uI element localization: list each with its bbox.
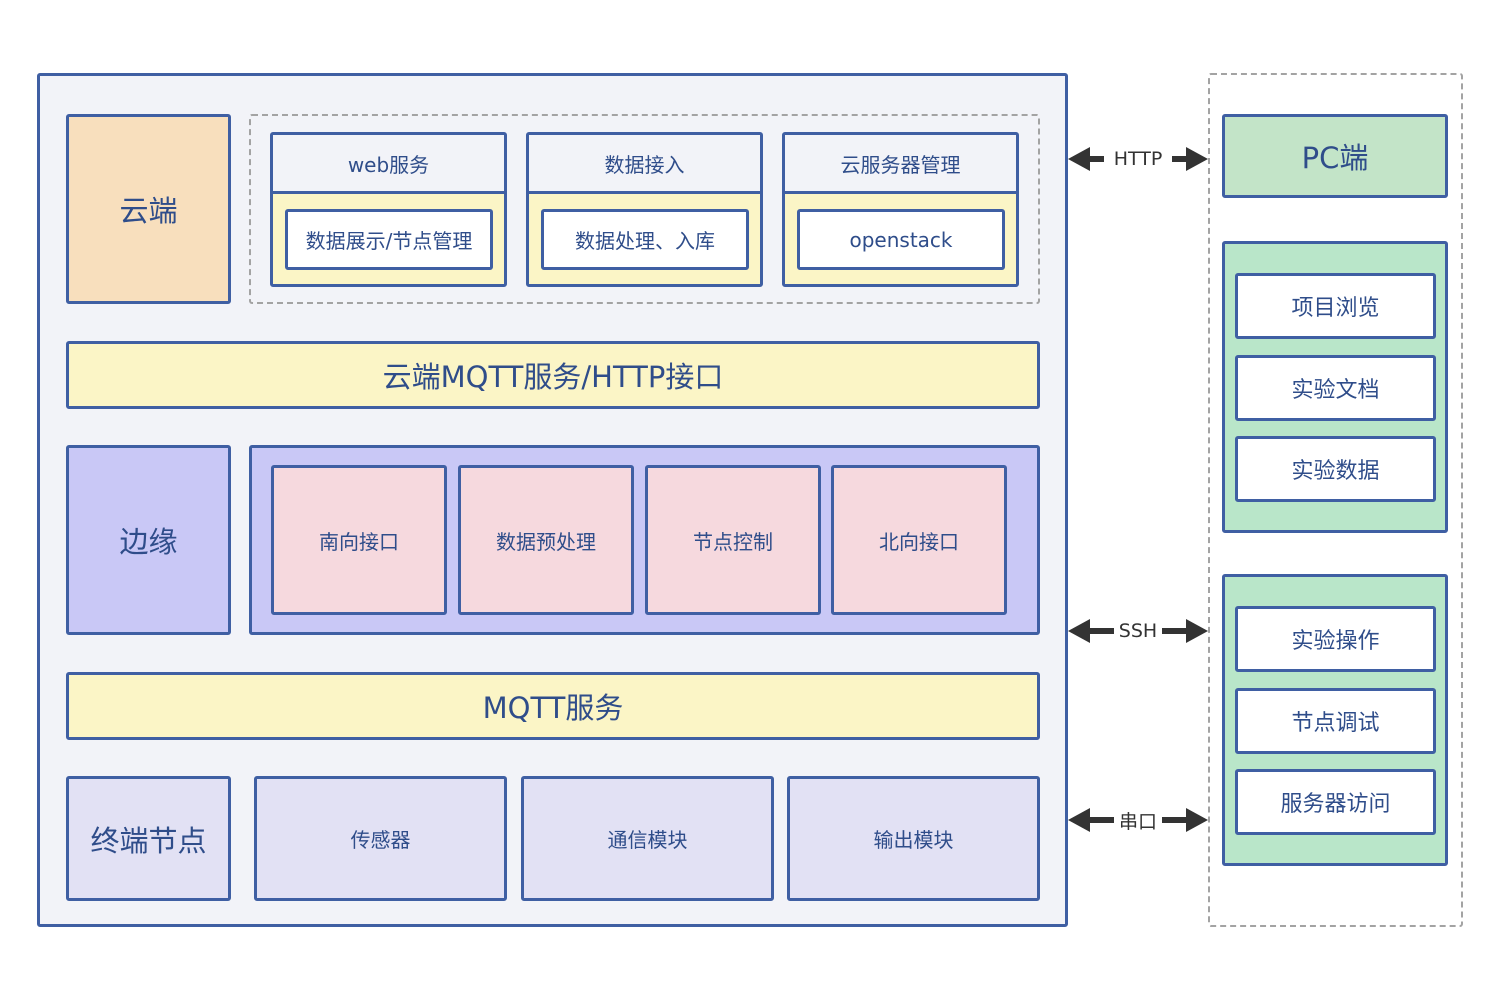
cloud-layer-label: 云端	[66, 114, 231, 304]
pc-item-node-debug: 节点调试	[1235, 688, 1436, 754]
serial-link: 串口	[1068, 805, 1208, 835]
cloud-module-title: web服务	[273, 135, 504, 194]
pc-item-project-browse: 项目浏览	[1235, 273, 1436, 339]
terminal-item-sensor: 传感器	[254, 776, 507, 901]
http-link: HTTP	[1068, 144, 1208, 174]
double-arrow-icon	[1068, 619, 1208, 643]
terminal-item-comm: 通信模块	[521, 776, 774, 901]
cloud-module-title: 数据接入	[529, 135, 760, 194]
pc-item-lab-operation: 实验操作	[1235, 606, 1436, 672]
edge-item-preprocess: 数据预处理	[458, 465, 634, 615]
terminal-item-output: 输出模块	[787, 776, 1040, 901]
pc-item-server-access: 服务器访问	[1235, 769, 1436, 835]
edge-item-node-control: 节点控制	[645, 465, 821, 615]
cloud-modules-group	[249, 114, 1040, 304]
cloud-module-data-ingest: 数据接入 数据处理、入库	[526, 132, 763, 287]
pc-title: PC端	[1222, 114, 1448, 198]
cloud-module-item: 数据展示/节点管理	[285, 209, 493, 270]
double-arrow-icon	[1068, 808, 1208, 832]
cloud-module-item: openstack	[797, 209, 1005, 270]
ssh-link-label: SSH	[1118, 620, 1158, 642]
pc-frame	[1208, 73, 1463, 927]
edge-item-southbound: 南向接口	[271, 465, 447, 615]
cloud-module-item: 数据处理、入库	[541, 209, 749, 270]
pc-item-lab-data: 实验数据	[1235, 436, 1436, 502]
ssh-link: SSH	[1068, 616, 1208, 646]
serial-link-label: 串口	[1118, 810, 1157, 833]
cloud-module-web: web服务 数据展示/节点管理	[270, 132, 507, 287]
cloud-module-title: 云服务器管理	[785, 135, 1016, 194]
terminal-layer-label: 终端节点	[66, 776, 231, 901]
http-link-label: HTTP	[1113, 148, 1163, 170]
double-arrow-icon	[1068, 147, 1208, 171]
mqtt-bus: MQTT服务	[66, 672, 1040, 740]
pc-item-lab-docs: 实验文档	[1235, 355, 1436, 421]
cloud-mqtt-http-bus: 云端MQTT服务/HTTP接口	[66, 341, 1040, 409]
edge-layer-label: 边缘	[66, 445, 231, 635]
cloud-module-server-mgmt: 云服务器管理 openstack	[782, 132, 1019, 287]
edge-item-northbound: 北向接口	[831, 465, 1007, 615]
